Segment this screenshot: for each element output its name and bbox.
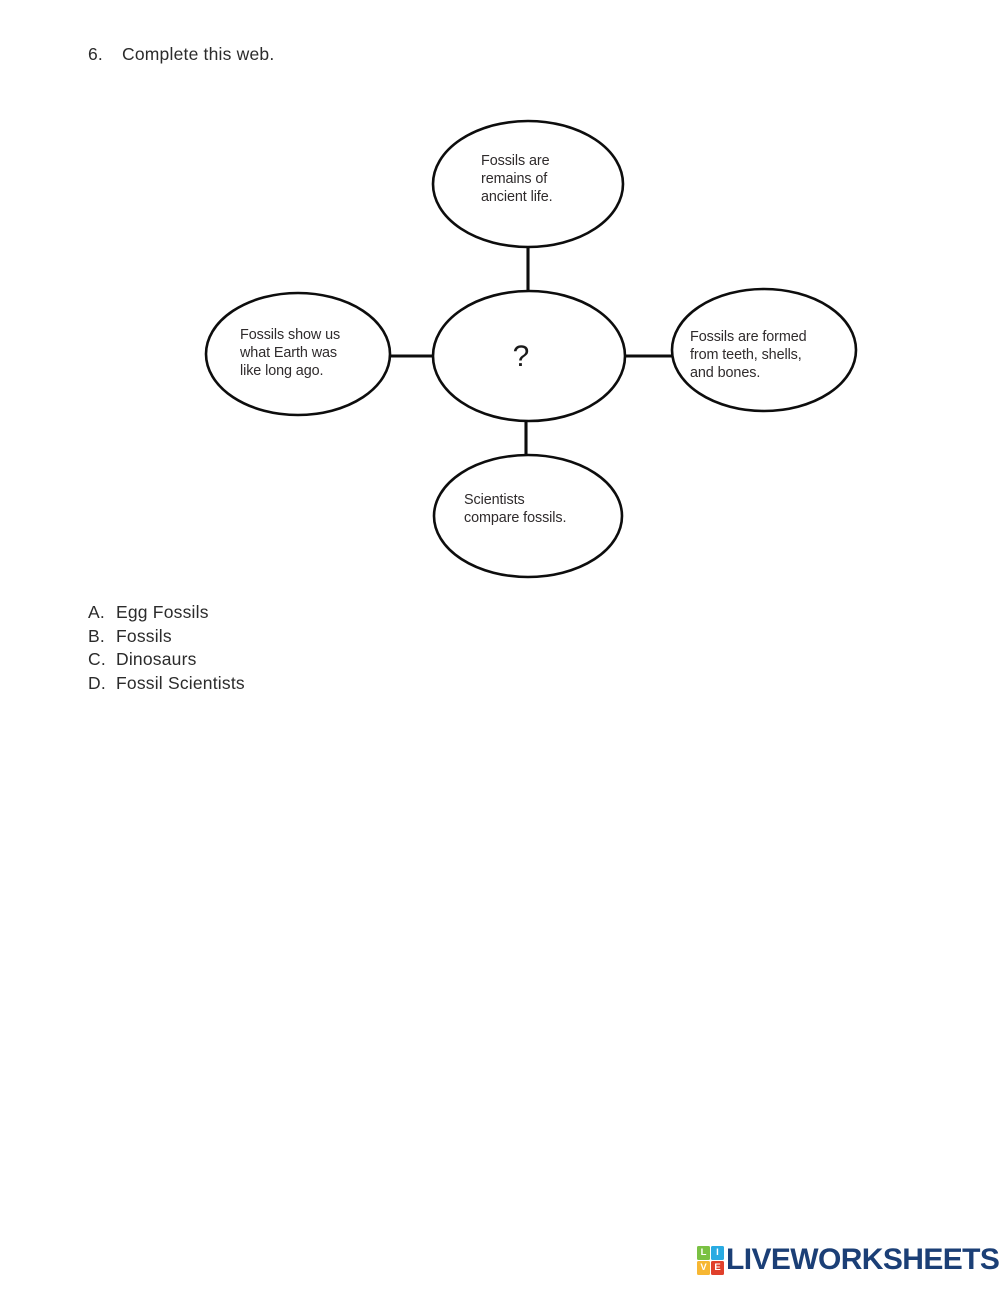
node-top-line-1: remains of	[481, 171, 548, 187]
answer-options-list: A. Egg Fossils B. Fossils C. Dinosaurs D…	[88, 602, 245, 696]
logo-tile-v: V	[697, 1260, 710, 1275]
option-b-letter: B.	[88, 625, 105, 646]
node-left-line-1: what Earth was	[239, 345, 337, 361]
node-left	[204, 291, 392, 417]
node-center	[431, 289, 627, 423]
liveworksheets-logo-icon: L I V E	[697, 1245, 724, 1275]
liveworksheets-logo: L I V E LIVEWORKSHEETS	[697, 1243, 1000, 1276]
option-d[interactable]: D. Fossil Scientists	[88, 673, 245, 697]
logo-tile-i: I	[711, 1245, 724, 1260]
node-top-line-0: Fossils are	[481, 153, 550, 169]
node-right-line-1: from teeth, shells,	[690, 347, 802, 363]
node-bottom-text: Scientists compare fossils.	[464, 492, 566, 526]
node-right-text: Fossils are formed from teeth, shells, a…	[690, 329, 810, 381]
option-d-letter: D.	[88, 672, 106, 693]
option-c-letter: C.	[88, 649, 106, 669]
question-text: Complete this web.	[122, 44, 275, 64]
question-prompt: 6. Complete this web.	[88, 44, 274, 65]
node-bottom-line-0: Scientists	[464, 492, 525, 508]
node-right-line-2: and bones.	[690, 365, 760, 381]
option-a-label: Egg Fossils	[116, 602, 209, 622]
node-left-text: Fossils show us what Earth was like long…	[239, 327, 344, 379]
option-d-label: Fossil Scientists	[116, 672, 245, 693]
node-top	[431, 119, 625, 249]
option-b-label: Fossils	[116, 625, 172, 646]
question-number: 6.	[88, 44, 103, 64]
node-bottom	[432, 453, 624, 579]
option-c[interactable]: C. Dinosaurs	[88, 649, 245, 673]
option-c-label: Dinosaurs	[116, 649, 197, 669]
option-a-letter: A.	[88, 602, 105, 622]
node-top-line-2: ancient life.	[481, 189, 553, 205]
concept-web-diagram: Fossils are remains of ancient life. Fos…	[0, 0, 1000, 600]
node-left-line-0: Fossils show us	[240, 327, 340, 343]
node-left-line-2: like long ago.	[240, 363, 323, 379]
node-right	[670, 287, 858, 413]
node-top-text: Fossils are remains of ancient life.	[481, 153, 553, 205]
option-b[interactable]: B. Fossils	[88, 626, 245, 650]
center-node-label: ?	[513, 340, 530, 373]
node-right-line-0: Fossils are formed	[690, 329, 807, 345]
logo-tile-e: E	[711, 1260, 724, 1275]
logo-tile-l: L	[697, 1245, 710, 1260]
node-bottom-line-1: compare fossils.	[464, 510, 566, 526]
option-a[interactable]: A. Egg Fossils	[88, 602, 245, 626]
liveworksheets-wordmark: LIVEWORKSHEETS	[726, 1243, 1000, 1276]
